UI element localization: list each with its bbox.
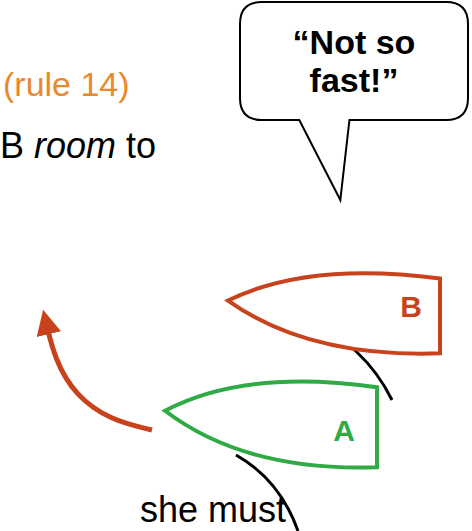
slide-text: she must: [140, 490, 286, 530]
speech-bubble: “Not so fast!”: [240, 2, 468, 120]
turn-arrow: [46, 322, 152, 430]
boat-hull: A: [165, 376, 377, 470]
rule-note: (rule 14): [3, 66, 130, 103]
bubble-outline: [240, 2, 468, 200]
speech-text: “Not so fast!”: [240, 2, 468, 109]
boat-letter: A: [165, 376, 377, 448]
slide-text: B room to: [0, 126, 156, 166]
boat-letter: B: [228, 268, 440, 324]
boat-hull: B: [228, 268, 440, 356]
